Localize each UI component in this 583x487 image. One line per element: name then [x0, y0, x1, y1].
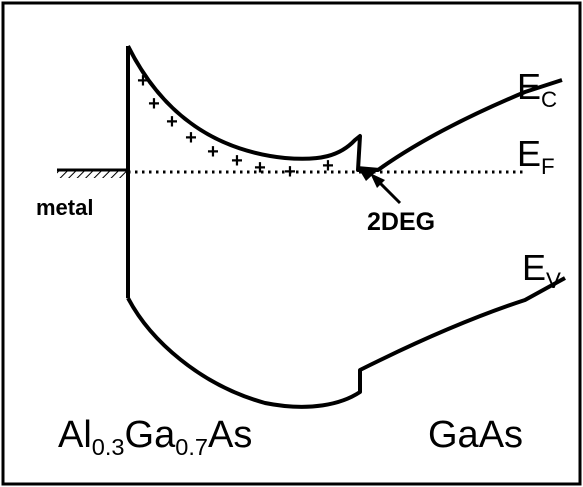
ec-label-sub: C — [541, 86, 558, 112]
2deg-arrowhead — [370, 173, 385, 188]
donor-plus: + — [254, 157, 266, 179]
donor-plus: + — [166, 111, 178, 133]
algaas-as: As — [207, 414, 253, 456]
ef-label-sub: F — [541, 153, 555, 179]
ev-label-sub: V — [546, 267, 561, 293]
donor-plus: + — [322, 155, 334, 177]
donor-plus: + — [207, 141, 219, 163]
ev-label-main: E — [522, 247, 547, 288]
algaas-al: Al — [58, 414, 92, 456]
ec-label: EC — [517, 66, 557, 111]
algaas-layer-label: Al0.3Ga0.7As — [58, 414, 253, 459]
metal-label: metal — [36, 195, 94, 220]
ionized-donors: + + + + + + + + + — [137, 70, 334, 183]
donor-plus: + — [231, 150, 243, 172]
algaas-x2: 0.7 — [175, 434, 208, 460]
gaas-layer-label: GaAs — [428, 414, 524, 456]
ec-label-main: E — [517, 66, 542, 107]
ef-label-main: E — [517, 133, 542, 174]
donor-plus: + — [284, 161, 296, 183]
algaas-x1: 0.3 — [91, 434, 125, 460]
ev-label: EV — [522, 247, 561, 292]
donor-plus: + — [185, 127, 197, 149]
donor-plus: + — [137, 70, 149, 92]
algaas-ga: Ga — [124, 414, 176, 456]
valence-band-curve — [126, 276, 566, 409]
donor-plus: + — [148, 93, 160, 115]
metal-hatch — [57, 170, 127, 178]
conduction-band-curve — [126, 45, 563, 172]
2deg-label: 2DEG — [367, 208, 436, 236]
ef-label: EF — [517, 133, 555, 178]
